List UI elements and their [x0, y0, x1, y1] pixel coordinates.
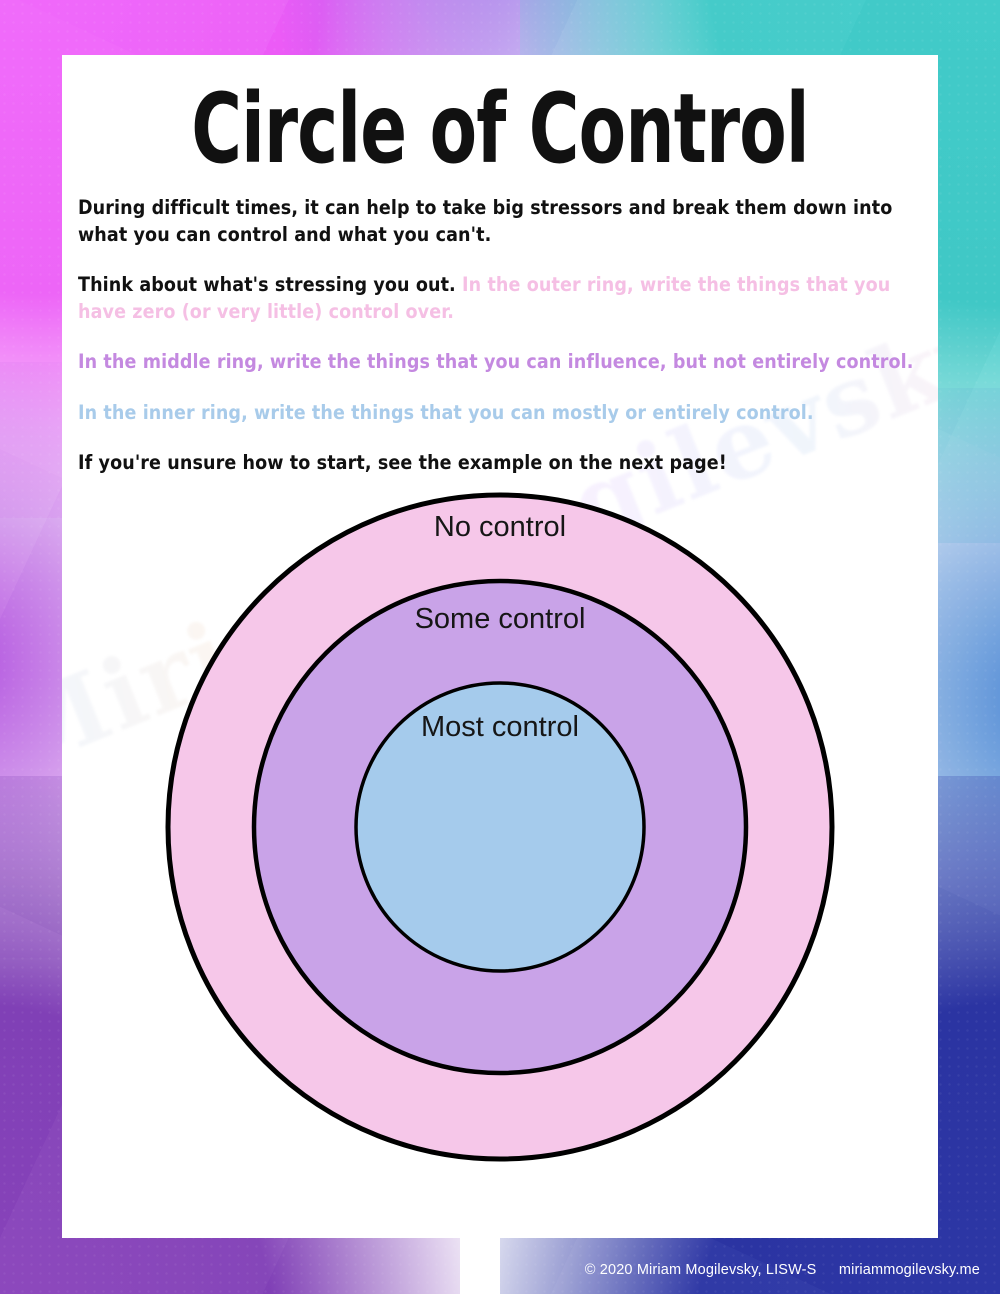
page-title: Circle of Control — [191, 73, 809, 185]
instruction-lead-think-about: Think about what's stressing you out. — [78, 273, 456, 297]
circle-of-control-diagram: No control Some control Most control — [165, 492, 835, 1162]
ring-inner-most-control[interactable] — [354, 680, 646, 973]
ring-label-middle: Some control — [415, 603, 586, 635]
instruction-middle-ring: In the middle ring, write the things tha… — [78, 350, 914, 374]
footer-copyright: © 2020 Miriam Mogilevsky, LISW-S — [584, 1262, 817, 1278]
footer: © 2020 Miriam Mogilevsky, LISW-S miriamm… — [585, 1262, 980, 1278]
instruction-outer-ring: In the outer ring, write the things that… — [78, 273, 891, 323]
worksheet-card: Miriam Mogilevsky Circle of Control Duri… — [62, 55, 938, 1238]
instruction-inner-ring: In the inner ring, write the things that… — [78, 400, 814, 424]
instruction-paragraph-2: Think about what's stressing you out. In… — [78, 272, 922, 325]
circle-of-control-diagram-wrapper: No control Some control Most control — [62, 491, 938, 1191]
instruction-paragraph-1: During difficult times, it can help to t… — [78, 196, 893, 246]
ring-label-inner: Most control — [421, 711, 579, 743]
ring-label-outer: No control — [434, 511, 566, 543]
worksheet-content: Circle of Control During difficult times… — [62, 55, 938, 1191]
instructions-block: During difficult times, it can help to t… — [62, 177, 938, 477]
footer-website[interactable]: miriammogilevsky.me — [838, 1262, 980, 1278]
instruction-paragraph-5: If you're unsure how to start, see the e… — [78, 451, 727, 475]
